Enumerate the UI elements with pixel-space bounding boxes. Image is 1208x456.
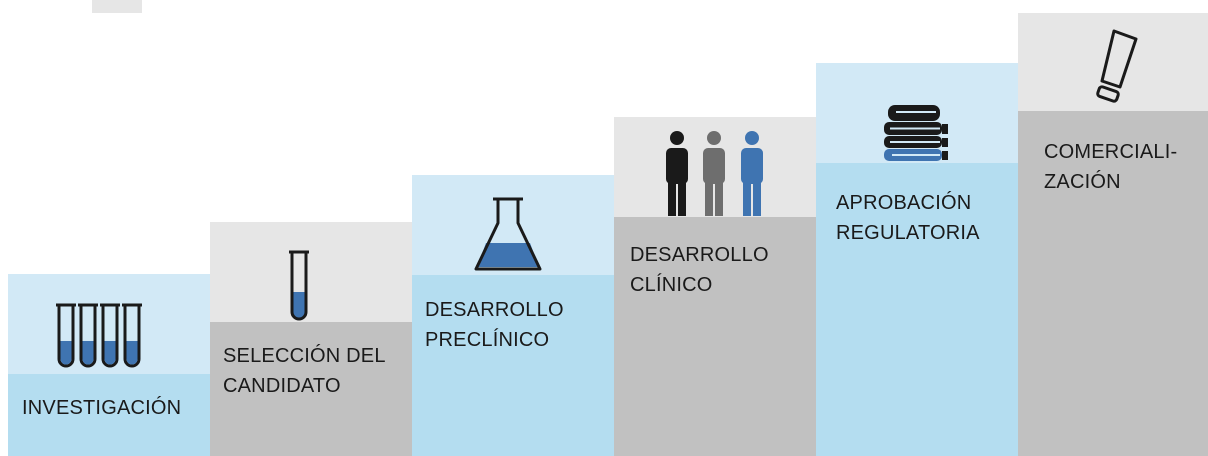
- step-text-area: [210, 322, 412, 456]
- test-tube-icon: [289, 250, 309, 321]
- step-text-area: [1018, 111, 1208, 456]
- ointment-tube-icon: [1096, 29, 1138, 103]
- step-text-area: [8, 374, 210, 456]
- step-desarrollo-clinico: DESARROLLO CLÍNICO: [614, 117, 816, 456]
- step-text-area: [412, 275, 614, 456]
- step-text-area: [614, 217, 816, 456]
- step-icon-area: [1018, 13, 1208, 111]
- step-seleccion-candidato: SELECCIÓN DEL CANDIDATO: [210, 222, 412, 456]
- step-label: DESARROLLO PRECLÍNICO: [425, 299, 564, 351]
- step-icon-area: [210, 222, 412, 322]
- step-icon-area: [412, 175, 614, 275]
- step-icon-area: [8, 274, 210, 374]
- step-aprobacion-regulatoria: APROBACIÓN REGULATORIA: [816, 63, 1018, 456]
- step-text-area: [816, 163, 1018, 456]
- step-label: APROBACIÓN REGULATORIA: [836, 192, 980, 244]
- step-label: SELECCIÓN DEL CANDIDATO: [223, 345, 386, 397]
- step-desarrollo-preclinico: DESARROLLO PRECLÍNICO: [412, 175, 614, 456]
- step-investigacion: INVESTIGACIÓN: [8, 274, 210, 456]
- books-icon: [884, 105, 948, 161]
- corner-box: [92, 0, 142, 13]
- step-label: DESARROLLO CLÍNICO: [630, 244, 769, 296]
- step-label: COMERCIALI- ZACIÓN: [1044, 141, 1178, 193]
- step-icon-area: [816, 63, 1018, 163]
- people-icon: [666, 131, 763, 216]
- step-icon-area: [614, 117, 816, 217]
- test-tubes-icon: [56, 303, 142, 368]
- step-label: INVESTIGACIÓN: [22, 397, 182, 419]
- flask-icon: [474, 197, 542, 271]
- step-comercializacion: COMERCIALI- ZACIÓN: [1018, 13, 1208, 456]
